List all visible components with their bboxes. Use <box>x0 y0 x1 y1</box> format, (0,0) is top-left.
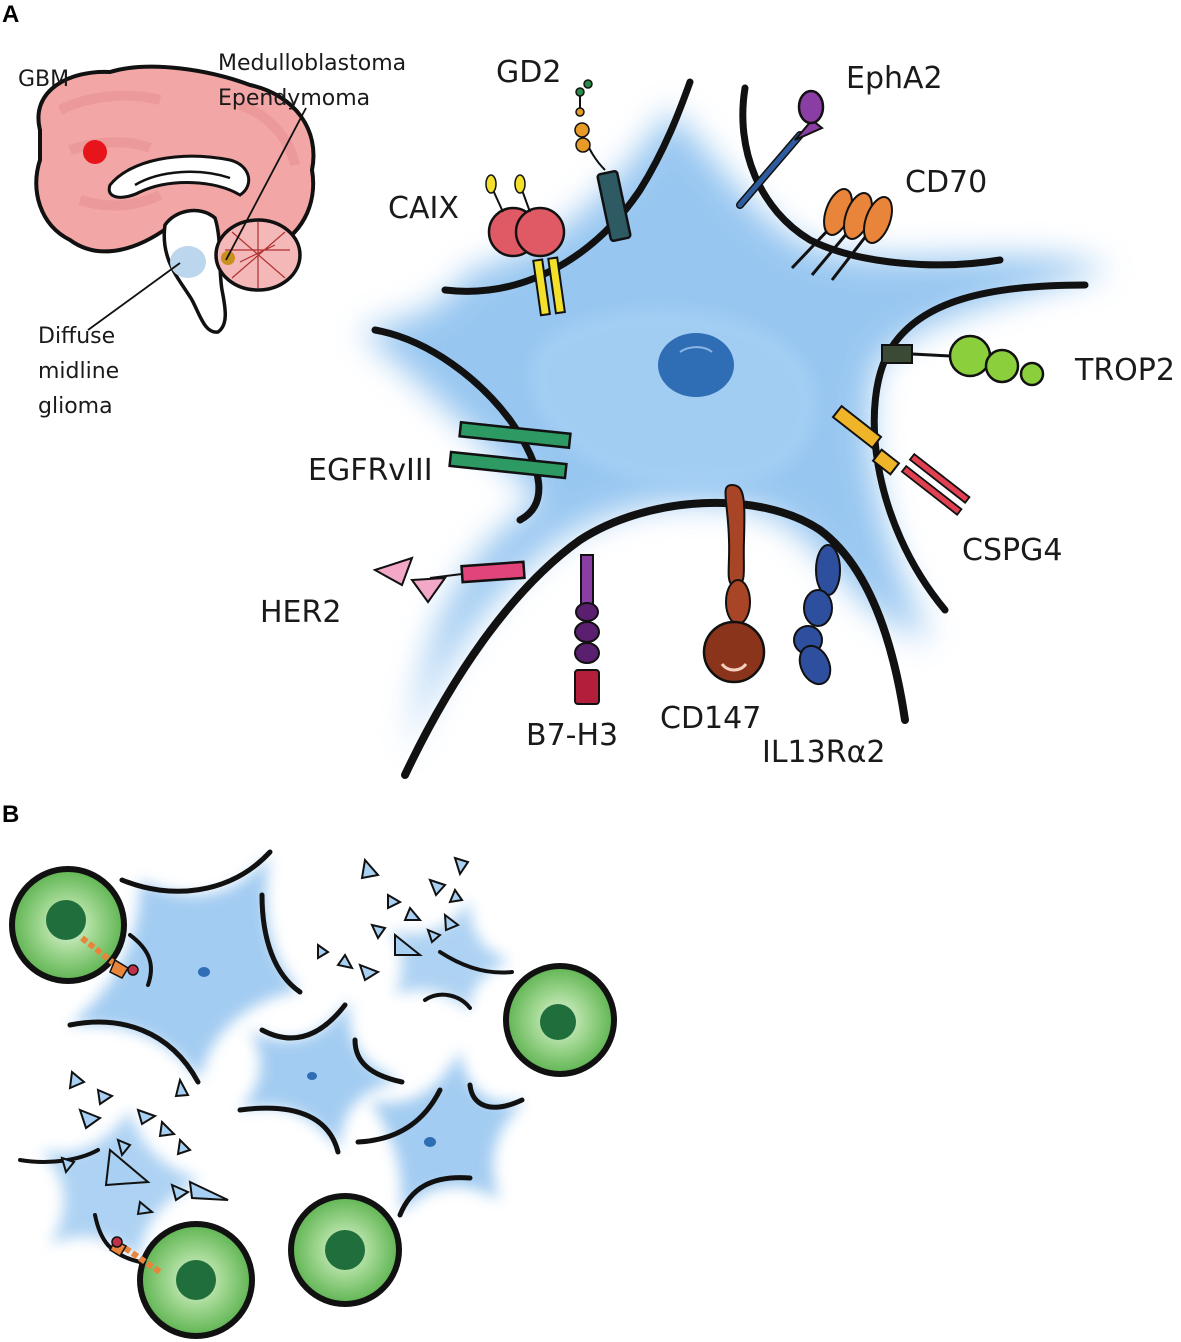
label-egfrviii: EGFRvIII <box>308 453 433 488</box>
label-her2: HER2 <box>260 595 341 630</box>
label-cd147: CD147 <box>660 701 761 736</box>
antigen-cd70-glyph <box>790 188 893 281</box>
car-t-cell-2 <box>503 963 617 1077</box>
antigen-trop2-glyph <box>881 334 1045 387</box>
gbm-dot <box>83 140 107 164</box>
label-trop2: TROP2 <box>1074 353 1175 388</box>
label-cspg4: CSPG4 <box>962 533 1062 568</box>
label-b7h3: B7-H3 <box>526 718 618 753</box>
label-dmg-3: glioma <box>38 394 113 419</box>
label-dmg-2: midline <box>38 359 119 384</box>
antigen-epha2-glyph <box>736 89 825 209</box>
antigen-caix-glyph <box>485 174 566 317</box>
tumor-cell-b4-lysed <box>317 856 514 1010</box>
label-dmg-1: Diffuse <box>38 324 115 349</box>
label-medulloblastoma: Medulloblastoma <box>218 51 406 76</box>
tumor-cell-b3 <box>355 1050 525 1218</box>
antigen-il13ra2-glyph <box>793 544 841 686</box>
antigen-her2-glyph <box>372 556 526 604</box>
antigen-cd147-glyph <box>702 483 766 684</box>
antigen-egfrviii-glyph <box>448 420 572 480</box>
brain-illustration <box>34 64 316 334</box>
tumor-cell-b5-lysed <box>18 1070 229 1264</box>
panel-label-b: B <box>2 801 19 828</box>
label-epha2: EphA2 <box>846 61 943 96</box>
tumor-cell-b1 <box>67 849 303 1085</box>
car-t-cell-3 <box>109 1221 255 1339</box>
antigen-gd2-glyph <box>574 79 632 243</box>
label-gd2: GD2 <box>496 55 561 90</box>
nucleus-large <box>658 333 734 397</box>
antigen-cspg4-glyph <box>831 404 971 516</box>
panel-label-a: A <box>2 1 19 28</box>
car-t-cell-4 <box>288 1193 402 1307</box>
label-ependymoma: Ependymoma <box>218 86 370 111</box>
car-t-cell-1 <box>9 866 139 984</box>
label-gbm: GBM <box>18 67 69 92</box>
tumor-cell-b2 <box>237 1000 405 1155</box>
antigen-b7h3-glyph <box>574 554 600 705</box>
label-cd70: CD70 <box>905 165 987 200</box>
label-caix: CAIX <box>388 191 459 226</box>
tumor-cell-large <box>360 78 1110 779</box>
label-il13ra2: IL13Rα2 <box>762 735 885 770</box>
